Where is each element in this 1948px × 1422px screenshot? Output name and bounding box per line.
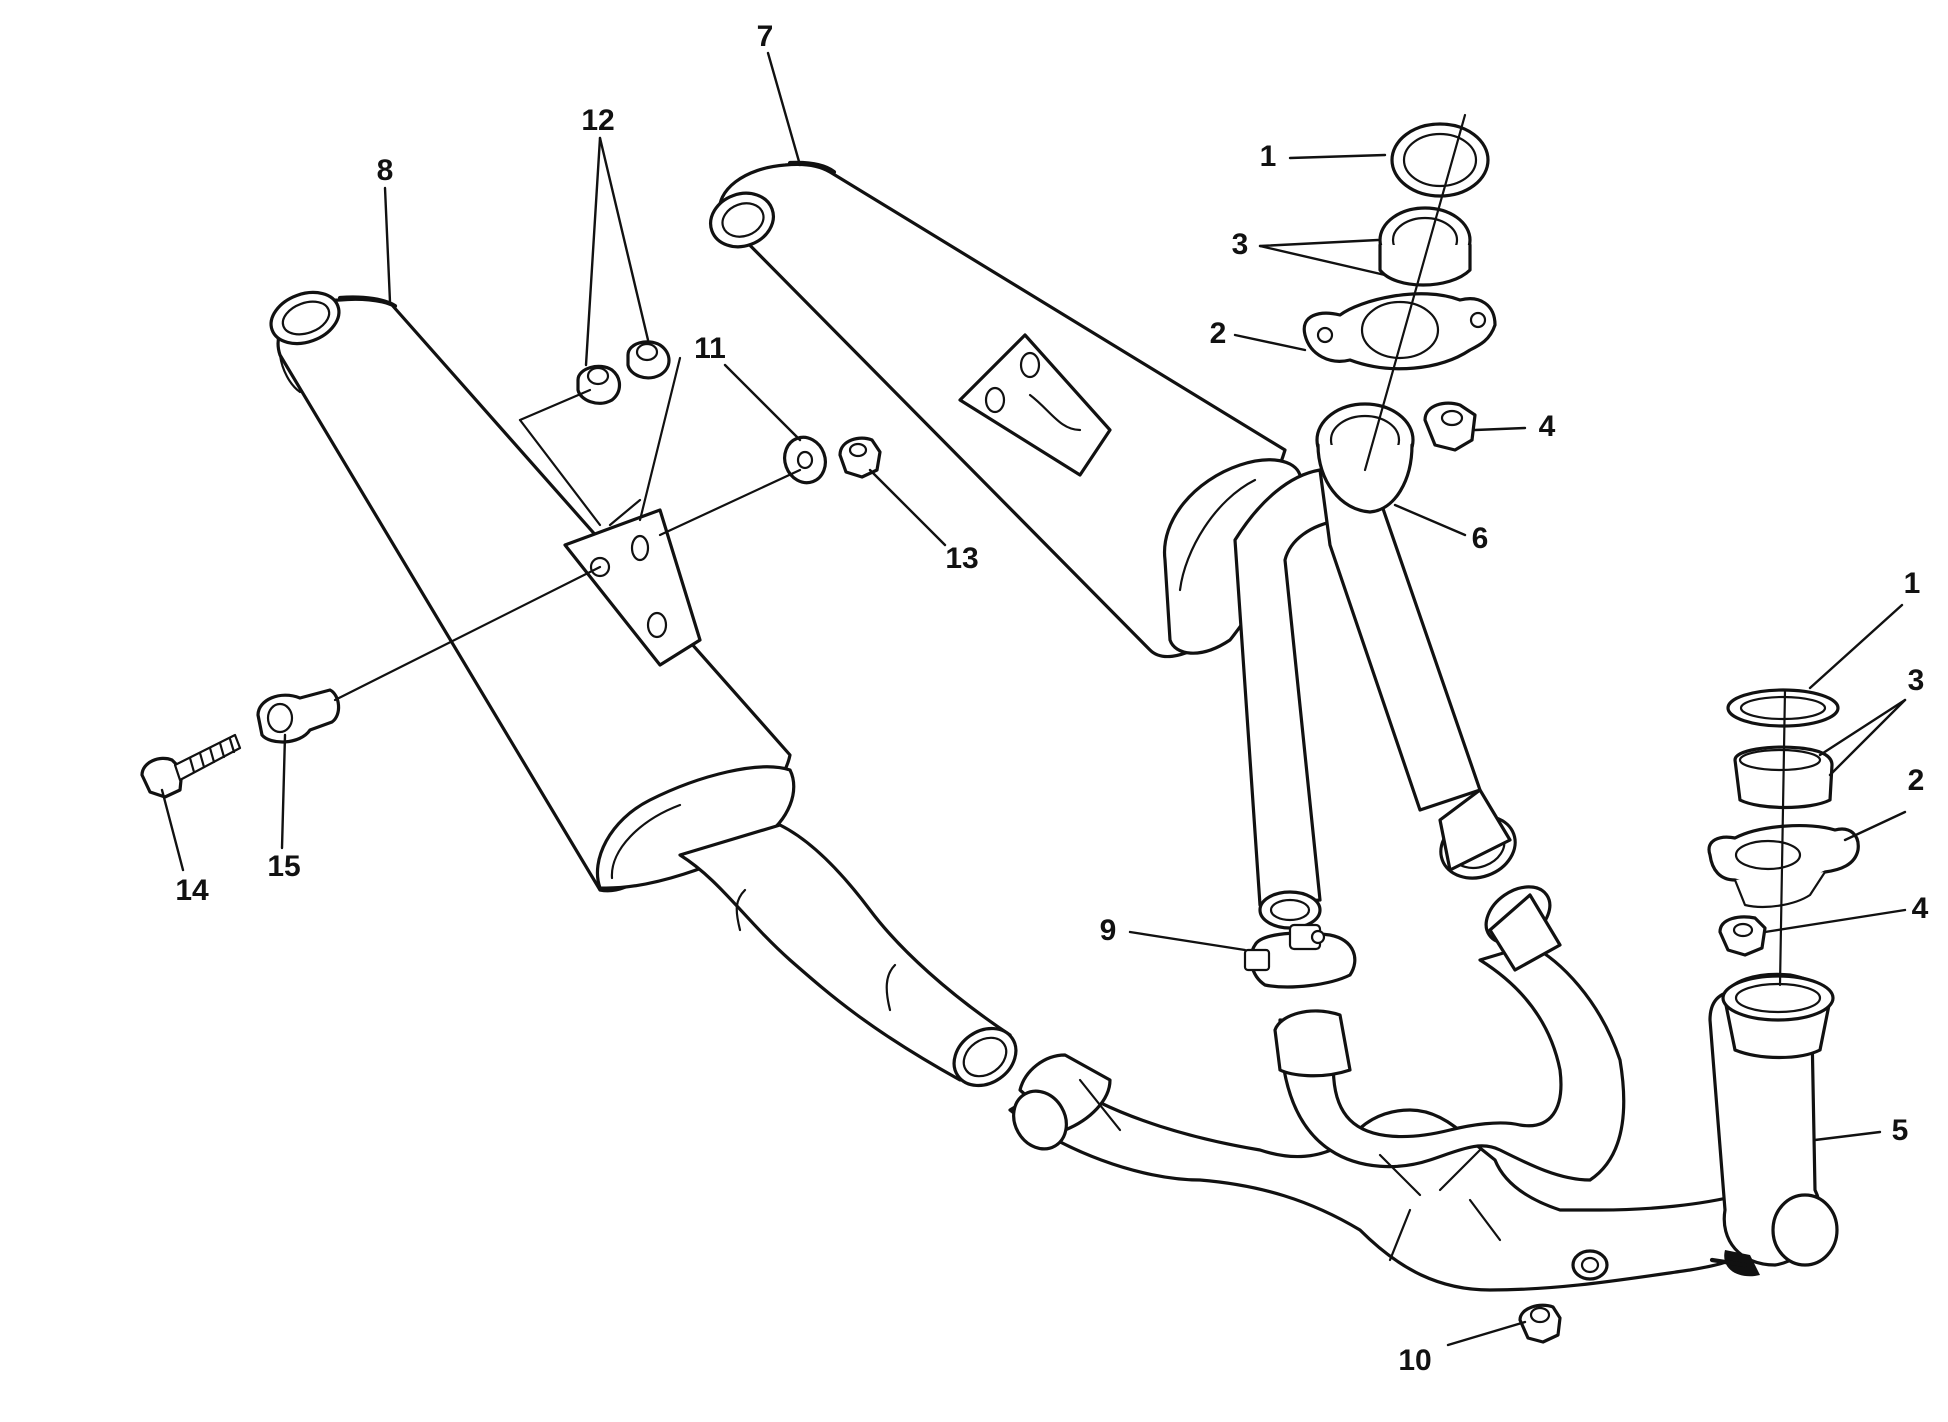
callout-labels: 1 1 2 2 3 3 4 4 5 6 7 8 9 10 11 12 13 14…	[175, 20, 1928, 1377]
clamp	[1243, 923, 1357, 989]
callout-3-lower: 3	[1908, 664, 1925, 697]
callout-1-upper: 1	[1260, 140, 1277, 173]
y-pipe	[1233, 402, 1517, 930]
callout-9: 9	[1100, 914, 1117, 947]
callout-2-lower: 2	[1908, 764, 1925, 797]
callout-3-upper: 3	[1232, 228, 1249, 261]
callout-leaders	[160, 51, 1907, 1347]
callout-13: 13	[945, 542, 978, 575]
header-pipes	[1008, 885, 1839, 1292]
callout-11: 11	[694, 332, 726, 365]
upper-flange-stack	[1302, 113, 1497, 472]
callout-15: 15	[267, 850, 300, 883]
callout-7: 7	[757, 20, 774, 53]
callout-5: 5	[1892, 1114, 1909, 1147]
callout-6: 6	[1472, 522, 1489, 555]
callout-4-upper: 4	[1539, 410, 1556, 443]
callout-14: 14	[175, 874, 209, 907]
callout-8: 8	[377, 154, 394, 187]
callout-12: 12	[581, 104, 614, 137]
muffler-mount-hardware	[140, 340, 1562, 1344]
callout-1-lower: 1	[1904, 567, 1921, 600]
callout-2-upper: 2	[1210, 317, 1227, 350]
callout-10: 10	[1398, 1344, 1431, 1377]
left-muffler	[269, 290, 1018, 1088]
lower-flange-stack	[1707, 688, 1860, 987]
right-muffler	[709, 160, 1302, 659]
callout-4-lower: 4	[1912, 892, 1929, 925]
